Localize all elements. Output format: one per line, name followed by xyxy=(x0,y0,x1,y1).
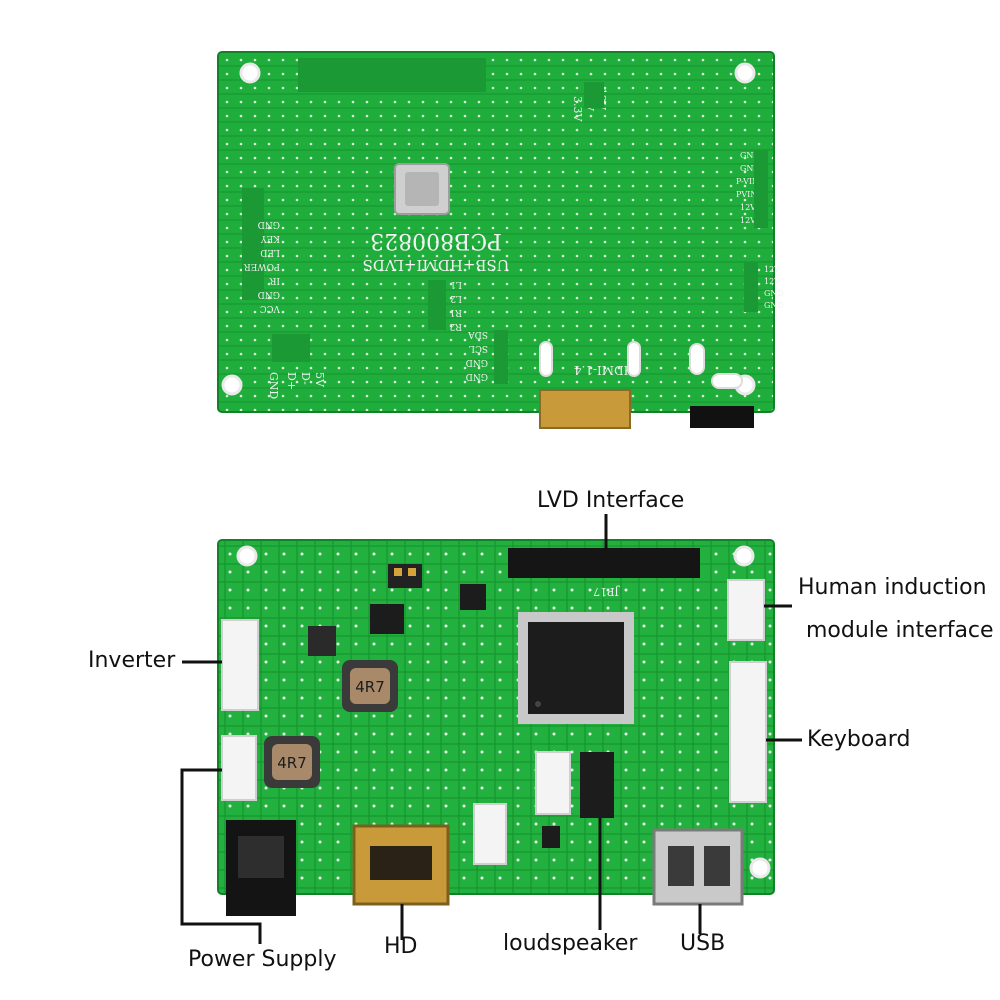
i2c-pin-labels: SDA SCL GND GND xyxy=(466,329,488,381)
pin-label: GND xyxy=(764,301,784,310)
pin-label: 12V xyxy=(764,277,780,286)
pin-label: POWER xyxy=(244,261,280,271)
pin-label: VCC xyxy=(260,303,281,313)
human-induction-label-line1: Human induction xyxy=(798,575,987,600)
lvds-connector-label: JP17 xyxy=(593,585,620,598)
aux-connector xyxy=(473,803,507,865)
pin-label: 5V xyxy=(313,372,326,388)
human-induction-connector xyxy=(727,579,765,641)
pin-label: KEY xyxy=(260,233,280,243)
right-pin-labels: GND GND P-VIN PVIN 12V 12V xyxy=(736,151,760,225)
pin-label: GND xyxy=(466,371,488,381)
pin-label: GND xyxy=(740,151,760,160)
pin-label: R1 xyxy=(449,307,462,317)
inductor-value-label: 4R7 xyxy=(277,754,307,772)
usb-pin-labels: GND D+ D- 5V xyxy=(267,372,326,399)
inductor-value-label: 4R7 xyxy=(355,678,385,696)
board-back-side: PCB800823 USB+HDMI+LVDS HDMI-1.4 12V 5V … xyxy=(217,51,784,429)
pin-label: L1 xyxy=(450,279,462,289)
usb-port xyxy=(652,828,744,906)
keyboard-connector xyxy=(729,661,767,803)
speaker-connector xyxy=(535,751,571,815)
pin-label: GND xyxy=(740,164,760,173)
power-supply-label: Power Supply xyxy=(188,947,337,972)
pin-label: P-VIN xyxy=(736,177,759,186)
pin-label: GND xyxy=(258,289,280,299)
volt-label: 3.3V xyxy=(571,96,584,122)
hdmi-port xyxy=(352,824,450,906)
pin-label: GND xyxy=(764,289,784,298)
board-front-side: JP17 4R7 4R7 xyxy=(217,539,775,916)
usb-label: USB xyxy=(680,931,726,956)
pin-label: PVIN xyxy=(736,190,757,199)
pin-label: R2 xyxy=(449,321,462,331)
power-callout-line xyxy=(180,768,262,944)
power-pin-labels: 12V 12V GND GND xyxy=(764,265,784,310)
inverter-connector xyxy=(221,619,259,711)
dc-jack xyxy=(226,820,296,916)
hdmi-version-label: HDMI-1.4 xyxy=(574,363,635,377)
lvds-interface-label: LVD Interface xyxy=(537,488,685,513)
pin-label: L2 xyxy=(450,293,462,303)
speaker-pin-labels: R2 R1 L2 L1 xyxy=(449,279,462,331)
board-subtitle-label: USB+HDMI+LVDS xyxy=(363,256,510,274)
pin-label: 12V xyxy=(740,203,756,212)
pin-label: SCL xyxy=(469,343,488,353)
inductor-upper: 4R7 xyxy=(342,660,398,712)
pin-label: D- xyxy=(299,372,312,385)
pin-label: IR xyxy=(269,275,280,285)
callout-lines xyxy=(180,514,802,944)
lvds-pin-header xyxy=(508,548,700,578)
pin-label: GND xyxy=(466,357,488,367)
pin-label: LED xyxy=(260,247,280,257)
pin-label: 12V xyxy=(740,216,756,225)
pin-label: D+ xyxy=(285,372,298,390)
inductor-lower: 4R7 xyxy=(264,736,320,788)
pin-label: GND xyxy=(267,372,280,399)
loudspeaker-label: loudspeaker xyxy=(503,931,638,956)
power-connector-white xyxy=(221,735,257,801)
main-controller-chip xyxy=(518,612,634,724)
pin-label: GND xyxy=(258,219,280,229)
pin-label: 12V xyxy=(764,265,780,274)
hd-label: HD xyxy=(384,934,418,959)
inverter-label: Inverter xyxy=(88,648,176,673)
pin-label: SDA xyxy=(468,329,488,339)
keyboard-label: Keyboard xyxy=(807,727,911,752)
board-name-label: PCB800823 xyxy=(370,228,502,253)
human-induction-label-line2: module interface xyxy=(806,618,994,643)
left-pin-labels: VCC GND IR POWER LED KEY GND xyxy=(244,219,281,313)
back-pin-header xyxy=(298,58,486,92)
